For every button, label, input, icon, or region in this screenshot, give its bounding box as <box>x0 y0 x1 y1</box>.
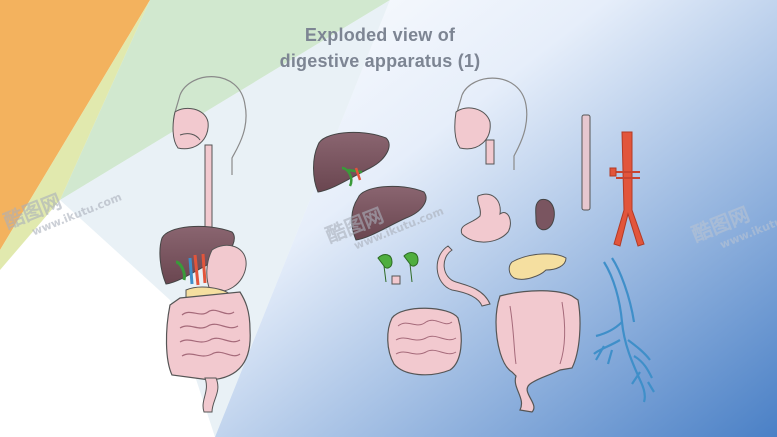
pancreas-exploded <box>508 253 567 280</box>
duodenum <box>436 245 491 307</box>
small-intestine-exploded <box>387 307 462 376</box>
title-line-2: digestive apparatus (1) <box>279 51 481 71</box>
stomach-exploded <box>460 193 511 243</box>
large-intestine-exploded <box>495 290 581 413</box>
esophagus-exploded <box>581 114 591 211</box>
assembled-digestive-system <box>159 76 251 413</box>
esophagus <box>204 144 213 241</box>
liver-bottom <box>351 185 427 241</box>
head-outline <box>179 76 247 175</box>
liver-top <box>313 131 390 193</box>
head-exploded <box>454 77 528 170</box>
stomach-assembled <box>206 244 247 292</box>
rectum-assembled <box>202 377 219 413</box>
gallbladder-pair <box>377 252 419 285</box>
small-intestine-assembled <box>179 309 241 357</box>
portal-vein-system <box>593 257 655 403</box>
aorta <box>609 131 645 247</box>
diagram-title: Exploded view of digestive apparatus (1) <box>230 22 530 74</box>
large-intestine-assembled <box>165 291 251 381</box>
spleen <box>535 198 555 231</box>
title-line-1: Exploded view of <box>304 25 456 45</box>
